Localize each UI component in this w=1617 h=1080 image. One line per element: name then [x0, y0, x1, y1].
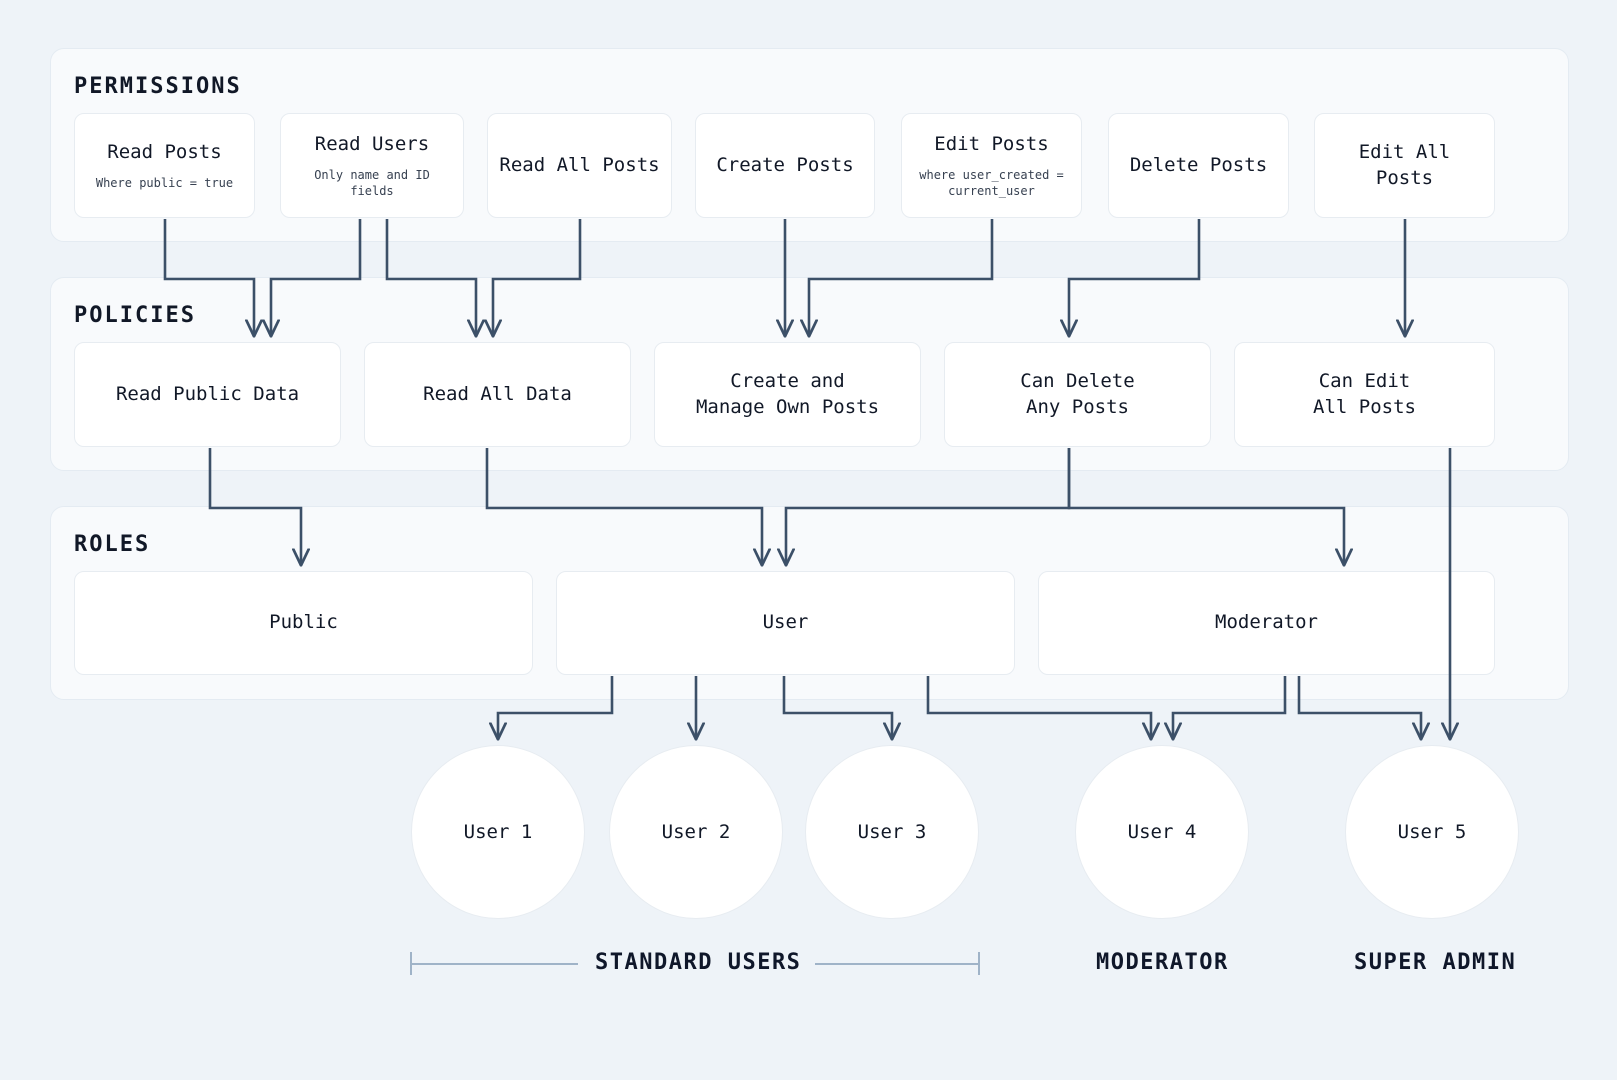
user-node-1[interactable]: User 1: [411, 745, 585, 919]
group-label-standard-users: STANDARD USERS: [595, 950, 801, 975]
user-node-4[interactable]: User 4: [1075, 745, 1249, 919]
group-label-text: SUPER ADMIN: [1354, 950, 1517, 975]
user-label: User 5: [1397, 821, 1467, 843]
permissions-section-title: PERMISSIONS: [74, 74, 242, 99]
permission-card-edit-posts[interactable]: Edit Posts where user_created = current_…: [901, 113, 1082, 218]
group-label-text: MODERATOR: [1096, 950, 1229, 975]
permission-title: Read Posts: [107, 141, 222, 164]
group-label-moderator: MODERATOR: [1096, 950, 1229, 975]
user-node-5[interactable]: User 5: [1345, 745, 1519, 919]
policy-title: Read Public Data: [115, 382, 300, 405]
role-card-moderator[interactable]: Moderator: [1038, 571, 1495, 675]
permission-card-read-users[interactable]: Read Users Only name and ID fields: [280, 113, 464, 218]
policy-card-read-all-data[interactable]: Read All Data: [364, 342, 631, 447]
permission-title: Create Posts: [716, 153, 854, 176]
policy-title: Can Delete Any Posts: [1020, 369, 1135, 418]
role-card-user[interactable]: User: [556, 571, 1015, 675]
role-title: User: [762, 611, 809, 634]
policy-card-create-manage-own-posts[interactable]: Create and Manage Own Posts: [654, 342, 921, 447]
permission-title: Read All Posts: [499, 153, 660, 176]
permission-title: Read Users: [314, 132, 430, 155]
policy-title: Create and Manage Own Posts: [695, 369, 880, 418]
permission-card-delete-posts[interactable]: Delete Posts: [1108, 113, 1289, 218]
user-label: User 3: [857, 821, 927, 843]
policy-title: Read All Data: [423, 382, 572, 405]
user-label: User 2: [661, 821, 731, 843]
permission-subtitle: where user_created = current_user: [919, 167, 1064, 198]
policies-section-title: POLICIES: [74, 303, 196, 328]
policy-card-read-public-data[interactable]: Read Public Data: [74, 342, 341, 447]
role-title: Moderator: [1215, 611, 1318, 634]
permission-subtitle: Where public = true: [95, 175, 234, 190]
permission-title: Edit Posts: [934, 132, 1049, 155]
roles-section-title: ROLES: [74, 532, 151, 557]
policy-card-can-delete-any-posts[interactable]: Can Delete Any Posts: [944, 342, 1211, 447]
permission-card-read-all-posts[interactable]: Read All Posts: [487, 113, 672, 218]
group-label-super-admin: SUPER ADMIN: [1354, 950, 1516, 975]
permission-card-edit-all-posts[interactable]: Edit All Posts: [1314, 113, 1495, 218]
role-card-public[interactable]: Public: [74, 571, 533, 675]
permission-card-read-posts[interactable]: Read Posts Where public = true: [74, 113, 255, 218]
user-label: User 4: [1127, 821, 1197, 843]
policy-card-can-edit-all-posts[interactable]: Can Edit All Posts: [1234, 342, 1495, 447]
permission-title: Delete Posts: [1129, 153, 1268, 176]
role-title: Public: [269, 611, 338, 634]
user-node-3[interactable]: User 3: [805, 745, 979, 919]
user-label: User 1: [463, 821, 533, 843]
permission-subtitle: Only name and ID fields: [314, 167, 430, 198]
user-node-2[interactable]: User 2: [609, 745, 783, 919]
permission-card-create-posts[interactable]: Create Posts: [695, 113, 875, 218]
group-label-text: STANDARD USERS: [595, 950, 802, 975]
policy-title: Can Edit All Posts: [1313, 369, 1416, 418]
permission-title: Edit All Posts: [1358, 140, 1451, 189]
